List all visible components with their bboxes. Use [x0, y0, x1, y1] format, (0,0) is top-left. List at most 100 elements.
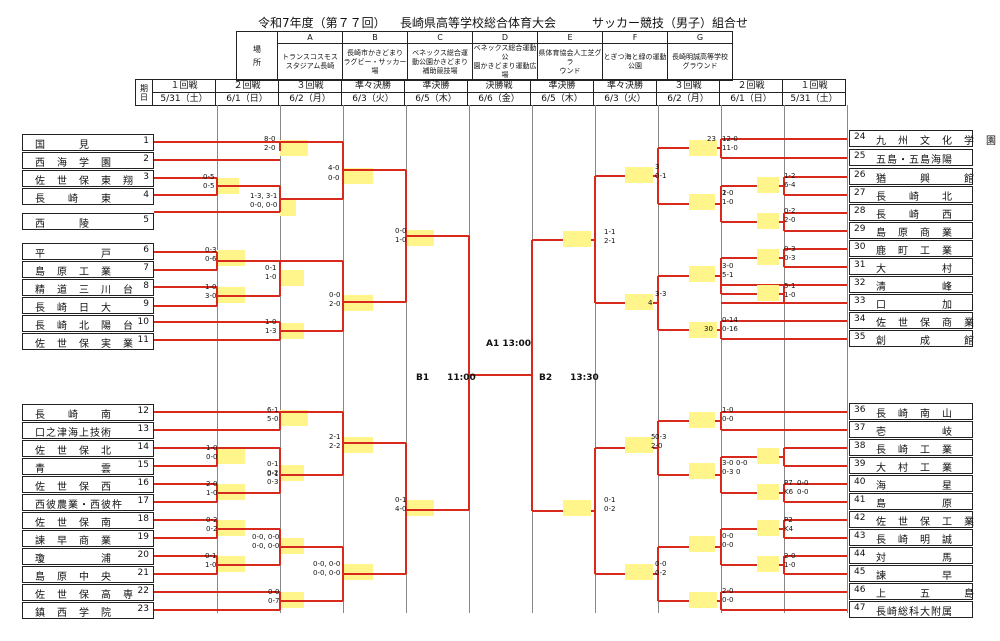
team-name: 長 崎 東: [35, 194, 112, 205]
bracket-line: [154, 286, 217, 288]
bracket-line: [721, 284, 847, 286]
bracket-line: [154, 447, 217, 449]
team-number: 14: [137, 442, 149, 452]
winner-highlight: [563, 231, 591, 247]
score-label: 3-0: [205, 292, 217, 300]
bracket-line: [721, 257, 784, 259]
score-label: 0-2: [604, 505, 616, 513]
column-separator: [784, 105, 785, 613]
venue-letter: D: [472, 31, 538, 44]
bracket-line: [721, 564, 784, 566]
score-label: 1-0: [784, 561, 796, 569]
bracket-line: [280, 411, 343, 413]
team-number: 26: [854, 170, 866, 180]
score-label: 0-0: [736, 459, 748, 467]
score-label: 0-2: [784, 207, 796, 215]
score-label: 0-3: [205, 246, 217, 254]
team-number: 2: [143, 154, 149, 164]
score-label: 1-0: [722, 189, 734, 197]
team-number: 45: [854, 567, 866, 577]
score-label: 1-3, 3-1: [250, 192, 278, 200]
team-name: 佐 世 保 西: [35, 482, 112, 493]
score-label: 5-0: [267, 415, 279, 423]
team-name: 長 崎 工 業: [876, 445, 953, 456]
bracket-line: [280, 141, 343, 143]
column-separator: [217, 105, 218, 613]
round-date: 6/1（日）: [215, 92, 279, 106]
score-label: 3-0: [722, 459, 734, 467]
winner-highlight: [625, 564, 653, 580]
winner-highlight: [757, 177, 779, 193]
round-date: 6/3（火）: [341, 92, 405, 106]
team-number: 44: [854, 549, 866, 559]
score-label: 0-1: [267, 470, 279, 478]
round-date: 5/31（土）: [152, 92, 216, 106]
score-label: 0-0, 0-0: [252, 542, 280, 550]
winner-highlight: [757, 213, 779, 229]
team-number: 7: [143, 263, 149, 273]
team-name: 鹿 町 工 業: [876, 246, 953, 257]
bracket-line: [783, 484, 785, 502]
team-name: 佐 世 保 商 業: [876, 318, 975, 329]
bracket-line: [783, 177, 785, 195]
score-label: 1-0: [205, 561, 217, 569]
score-label: 2-2: [329, 442, 341, 450]
team-number: 30: [854, 242, 866, 252]
score-label: 0-0: [655, 560, 667, 568]
team-number: 3: [143, 172, 149, 182]
bracket-line: [784, 266, 847, 268]
bracket-line: [783, 249, 785, 267]
team-name: 西彼農業・西彼杵: [35, 500, 123, 511]
bracket-line: [406, 509, 469, 511]
score-label: 5: [651, 433, 656, 441]
bracket-line: [343, 301, 406, 303]
team-number: 29: [854, 224, 866, 234]
bracket-line: [721, 302, 847, 304]
winner-highlight: [217, 250, 245, 266]
bracket-line: [783, 285, 785, 303]
bracket-line: [280, 600, 343, 602]
bracket-line: [154, 141, 280, 143]
bracket-line: [217, 185, 280, 187]
score-label: 0-0, 0-0: [313, 569, 341, 577]
winner-highlight: [689, 412, 715, 428]
bracket-line: [721, 411, 847, 413]
round-date: 5/31（土）: [782, 92, 846, 106]
bracket-line: [721, 157, 847, 159]
column-separator: [343, 105, 344, 613]
bracket-line: [784, 194, 847, 196]
round-name: １回戦: [152, 79, 216, 93]
winner-highlight: [757, 249, 779, 265]
bracket-line: [280, 474, 343, 476]
bracket-line: [154, 591, 280, 593]
score-label: 30: [704, 325, 713, 333]
team-number: 22: [137, 586, 149, 596]
semi-right-label: B2 13:30: [539, 373, 599, 383]
score-label: 1-0: [206, 489, 218, 497]
team-name: 精 道 三 川 台: [35, 285, 134, 296]
winner-highlight: [757, 520, 779, 536]
bracket-line: [154, 609, 280, 611]
team-number: 5: [143, 215, 149, 225]
venue-name: 長崎明誠高等学校グラウンド: [667, 43, 733, 81]
venue-name: トランスコスモススタジアム長崎: [277, 43, 343, 81]
bracket-line: [783, 213, 785, 231]
round-name: 準々決勝: [341, 79, 405, 93]
team-name: 西 陵: [35, 219, 90, 230]
round-name: ３回戦: [656, 79, 720, 93]
bracket-line: [721, 338, 847, 340]
bracket-line: [279, 142, 281, 151]
winner-highlight: [757, 556, 779, 572]
title-mid: 長崎県高等学校総合体育大会: [400, 16, 557, 30]
score-label: 0-5: [203, 173, 215, 181]
bracket-line: [343, 442, 406, 444]
team-name: 西 海 学 園: [35, 158, 112, 169]
